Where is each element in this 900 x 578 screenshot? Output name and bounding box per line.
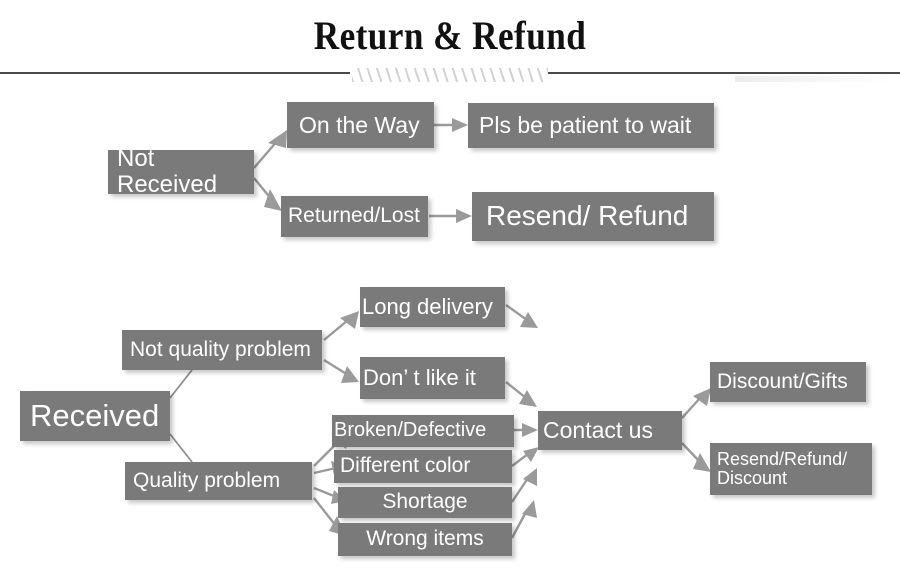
- node-received[interactable]: Received: [20, 391, 170, 441]
- divider-rule-left: [0, 72, 350, 74]
- node-dont-like-it[interactable]: Don’ t like it: [360, 357, 505, 399]
- edge-contact-to-resend-refund-discount: [681, 442, 711, 472]
- edge-shortage-to-contact: [511, 468, 537, 503]
- edge-dont-like-to-contact: [505, 381, 537, 407]
- node-returned-lost[interactable]: Returned/Lost: [281, 196, 428, 237]
- node-discount-gifts[interactable]: Discount/Gifts: [710, 362, 866, 402]
- node-quality-problem[interactable]: Quality problem: [125, 462, 312, 500]
- hatched-divider-icon: [352, 68, 548, 82]
- header-divider: [0, 68, 900, 82]
- node-broken-defective[interactable]: Broken/Defective: [332, 415, 514, 447]
- divider-rule-right: [548, 72, 900, 74]
- edge-returned-lost-to-resend-refund: [429, 209, 472, 223]
- node-not-received[interactable]: Not Received: [108, 146, 254, 197]
- node-not-quality-problem[interactable]: Not quality problem: [122, 330, 322, 370]
- node-different-color[interactable]: Different color: [334, 450, 512, 483]
- edge-on-the-way-to-pls-wait: [434, 118, 468, 132]
- node-pls-be-patient-to-wait[interactable]: Pls be patient to wait: [468, 103, 714, 148]
- edge-contact-to-discount-gifts: [681, 388, 711, 419]
- node-long-delivery[interactable]: Long delivery: [360, 287, 505, 327]
- edge-long-delivery-to-contact: [505, 304, 538, 328]
- edge-not-quality-to-dont-like: [323, 358, 359, 383]
- node-contact-us[interactable]: Contact us: [538, 411, 682, 450]
- edge-received-to-quality: [169, 433, 193, 463]
- node-resend-refund[interactable]: Resend/ Refund: [472, 192, 714, 241]
- edge-received-to-not-quality: [169, 369, 193, 399]
- edge-not-quality-to-long-delivery: [323, 311, 359, 341]
- node-shortage[interactable]: Shortage: [338, 487, 512, 518]
- node-on-the-way[interactable]: On the Way: [287, 102, 434, 148]
- page-title: Return & Refund: [313, 13, 587, 58]
- edge-not-received-to-returned-lost: [253, 177, 282, 211]
- node-wrong-items[interactable]: Wrong items: [338, 523, 512, 556]
- edge-broken-to-contact: [514, 423, 538, 437]
- edge-wrong-items-to-contact: [510, 500, 537, 539]
- edge-not-received-to-on-the-way: [253, 130, 287, 169]
- edge-different-color-to-contact: [511, 447, 539, 467]
- node-resend-refund-discount[interactable]: Resend/Refund/ Discount: [710, 443, 872, 495]
- divider-fade: [735, 76, 895, 82]
